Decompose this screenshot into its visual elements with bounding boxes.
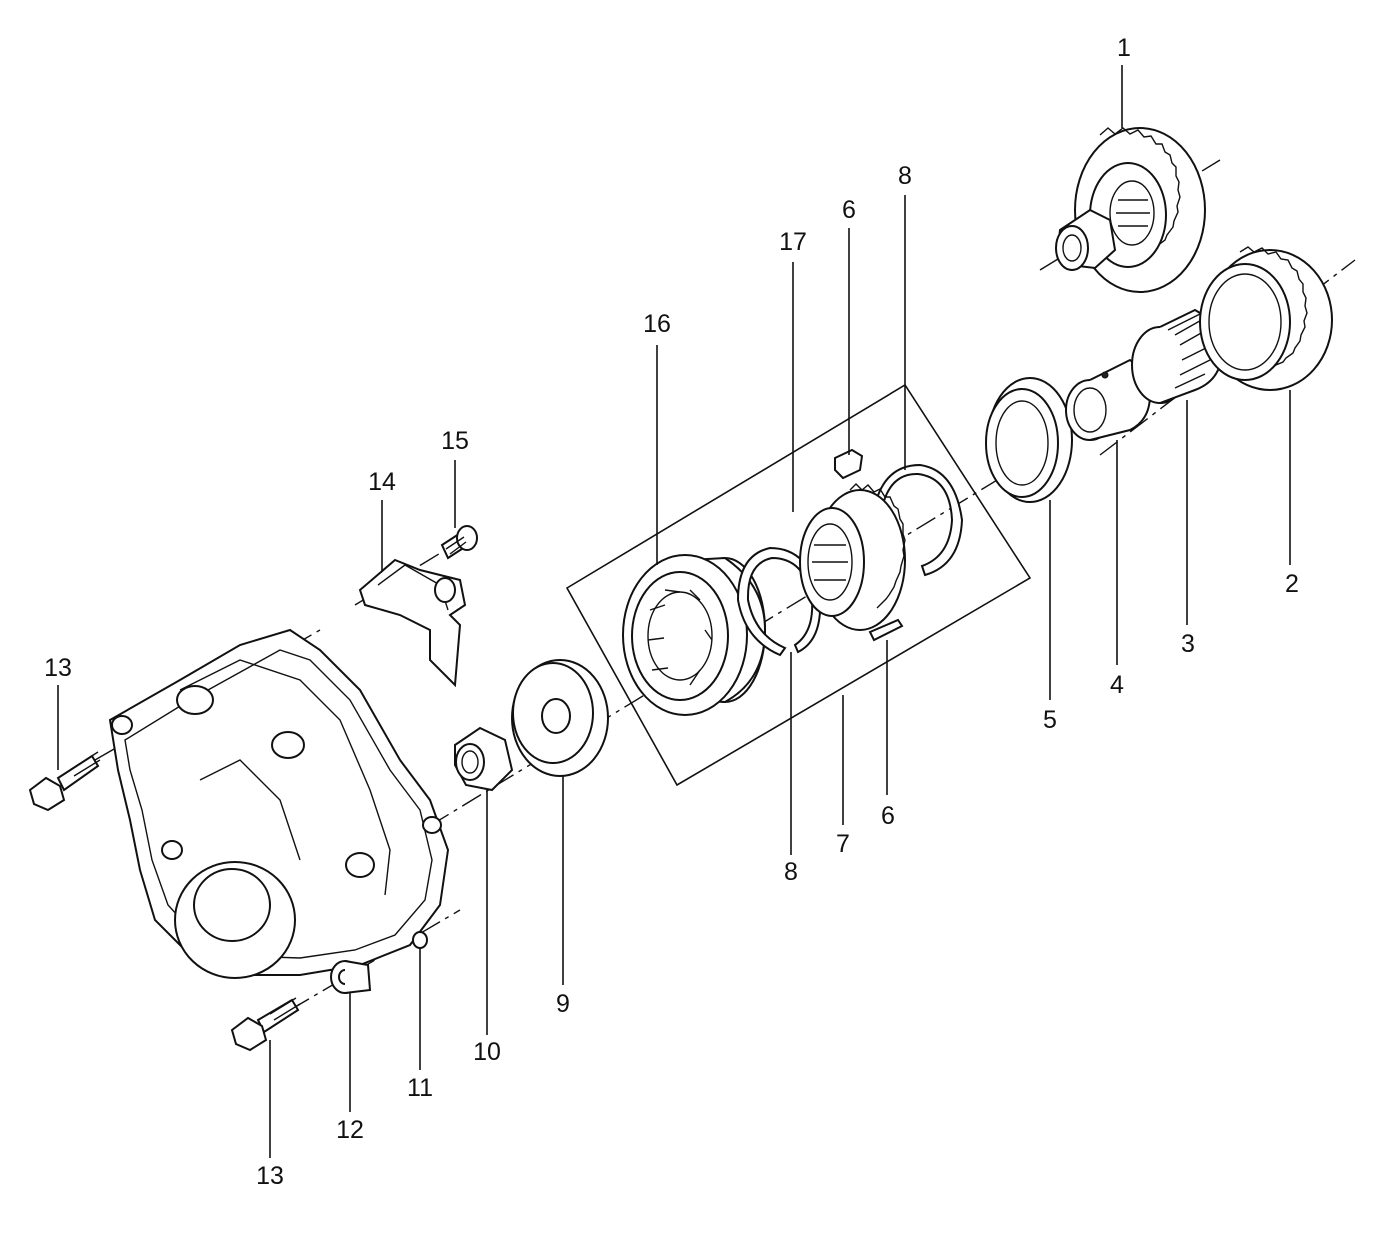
bolt-lower-icon <box>230 997 301 1052</box>
callout-9: 9 <box>556 990 570 1018</box>
callout-16: 16 <box>643 310 671 338</box>
callout-6-lower: 6 <box>881 802 895 830</box>
callout-5: 5 <box>1043 706 1057 734</box>
callout-3: 3 <box>1181 630 1195 658</box>
bolt-upper-icon <box>28 751 101 812</box>
gearbox-cover-icon <box>108 628 450 979</box>
gear-2-icon <box>1199 246 1333 391</box>
callout-8-lower: 8 <box>784 858 798 886</box>
circlip-left-icon <box>736 546 822 657</box>
nut-icon <box>454 726 514 792</box>
synchro-ring-icon <box>985 377 1073 503</box>
callout-6-upper: 6 <box>842 196 856 224</box>
callout-13-lower: 13 <box>256 1162 284 1190</box>
callout-7: 7 <box>836 830 850 858</box>
screw-icon <box>440 525 478 560</box>
callout-12: 12 <box>336 1116 364 1144</box>
callout-11: 11 <box>407 1074 433 1102</box>
callout-4: 4 <box>1110 671 1124 699</box>
callout-10: 10 <box>473 1038 501 1066</box>
callout-15: 15 <box>441 427 469 455</box>
gear-17-icon <box>799 483 906 631</box>
key-lower-icon <box>868 618 904 642</box>
spacer-icon <box>330 960 372 994</box>
bushing-icon <box>1065 358 1152 441</box>
callout-14: 14 <box>368 468 396 496</box>
callout-17: 17 <box>779 228 807 256</box>
o-ring-icon <box>412 931 428 949</box>
gear-1-icon <box>1055 127 1206 293</box>
bracket-icon <box>358 558 467 688</box>
callout-13-upper: 13 <box>44 654 72 682</box>
callout-8-upper: 8 <box>898 162 912 190</box>
thrust-washer-icon <box>511 659 609 777</box>
callout-2: 2 <box>1285 570 1299 598</box>
callout-1: 1 <box>1117 34 1131 62</box>
key-upper-icon <box>834 448 864 480</box>
bolt-axis-lower <box>289 909 461 1011</box>
